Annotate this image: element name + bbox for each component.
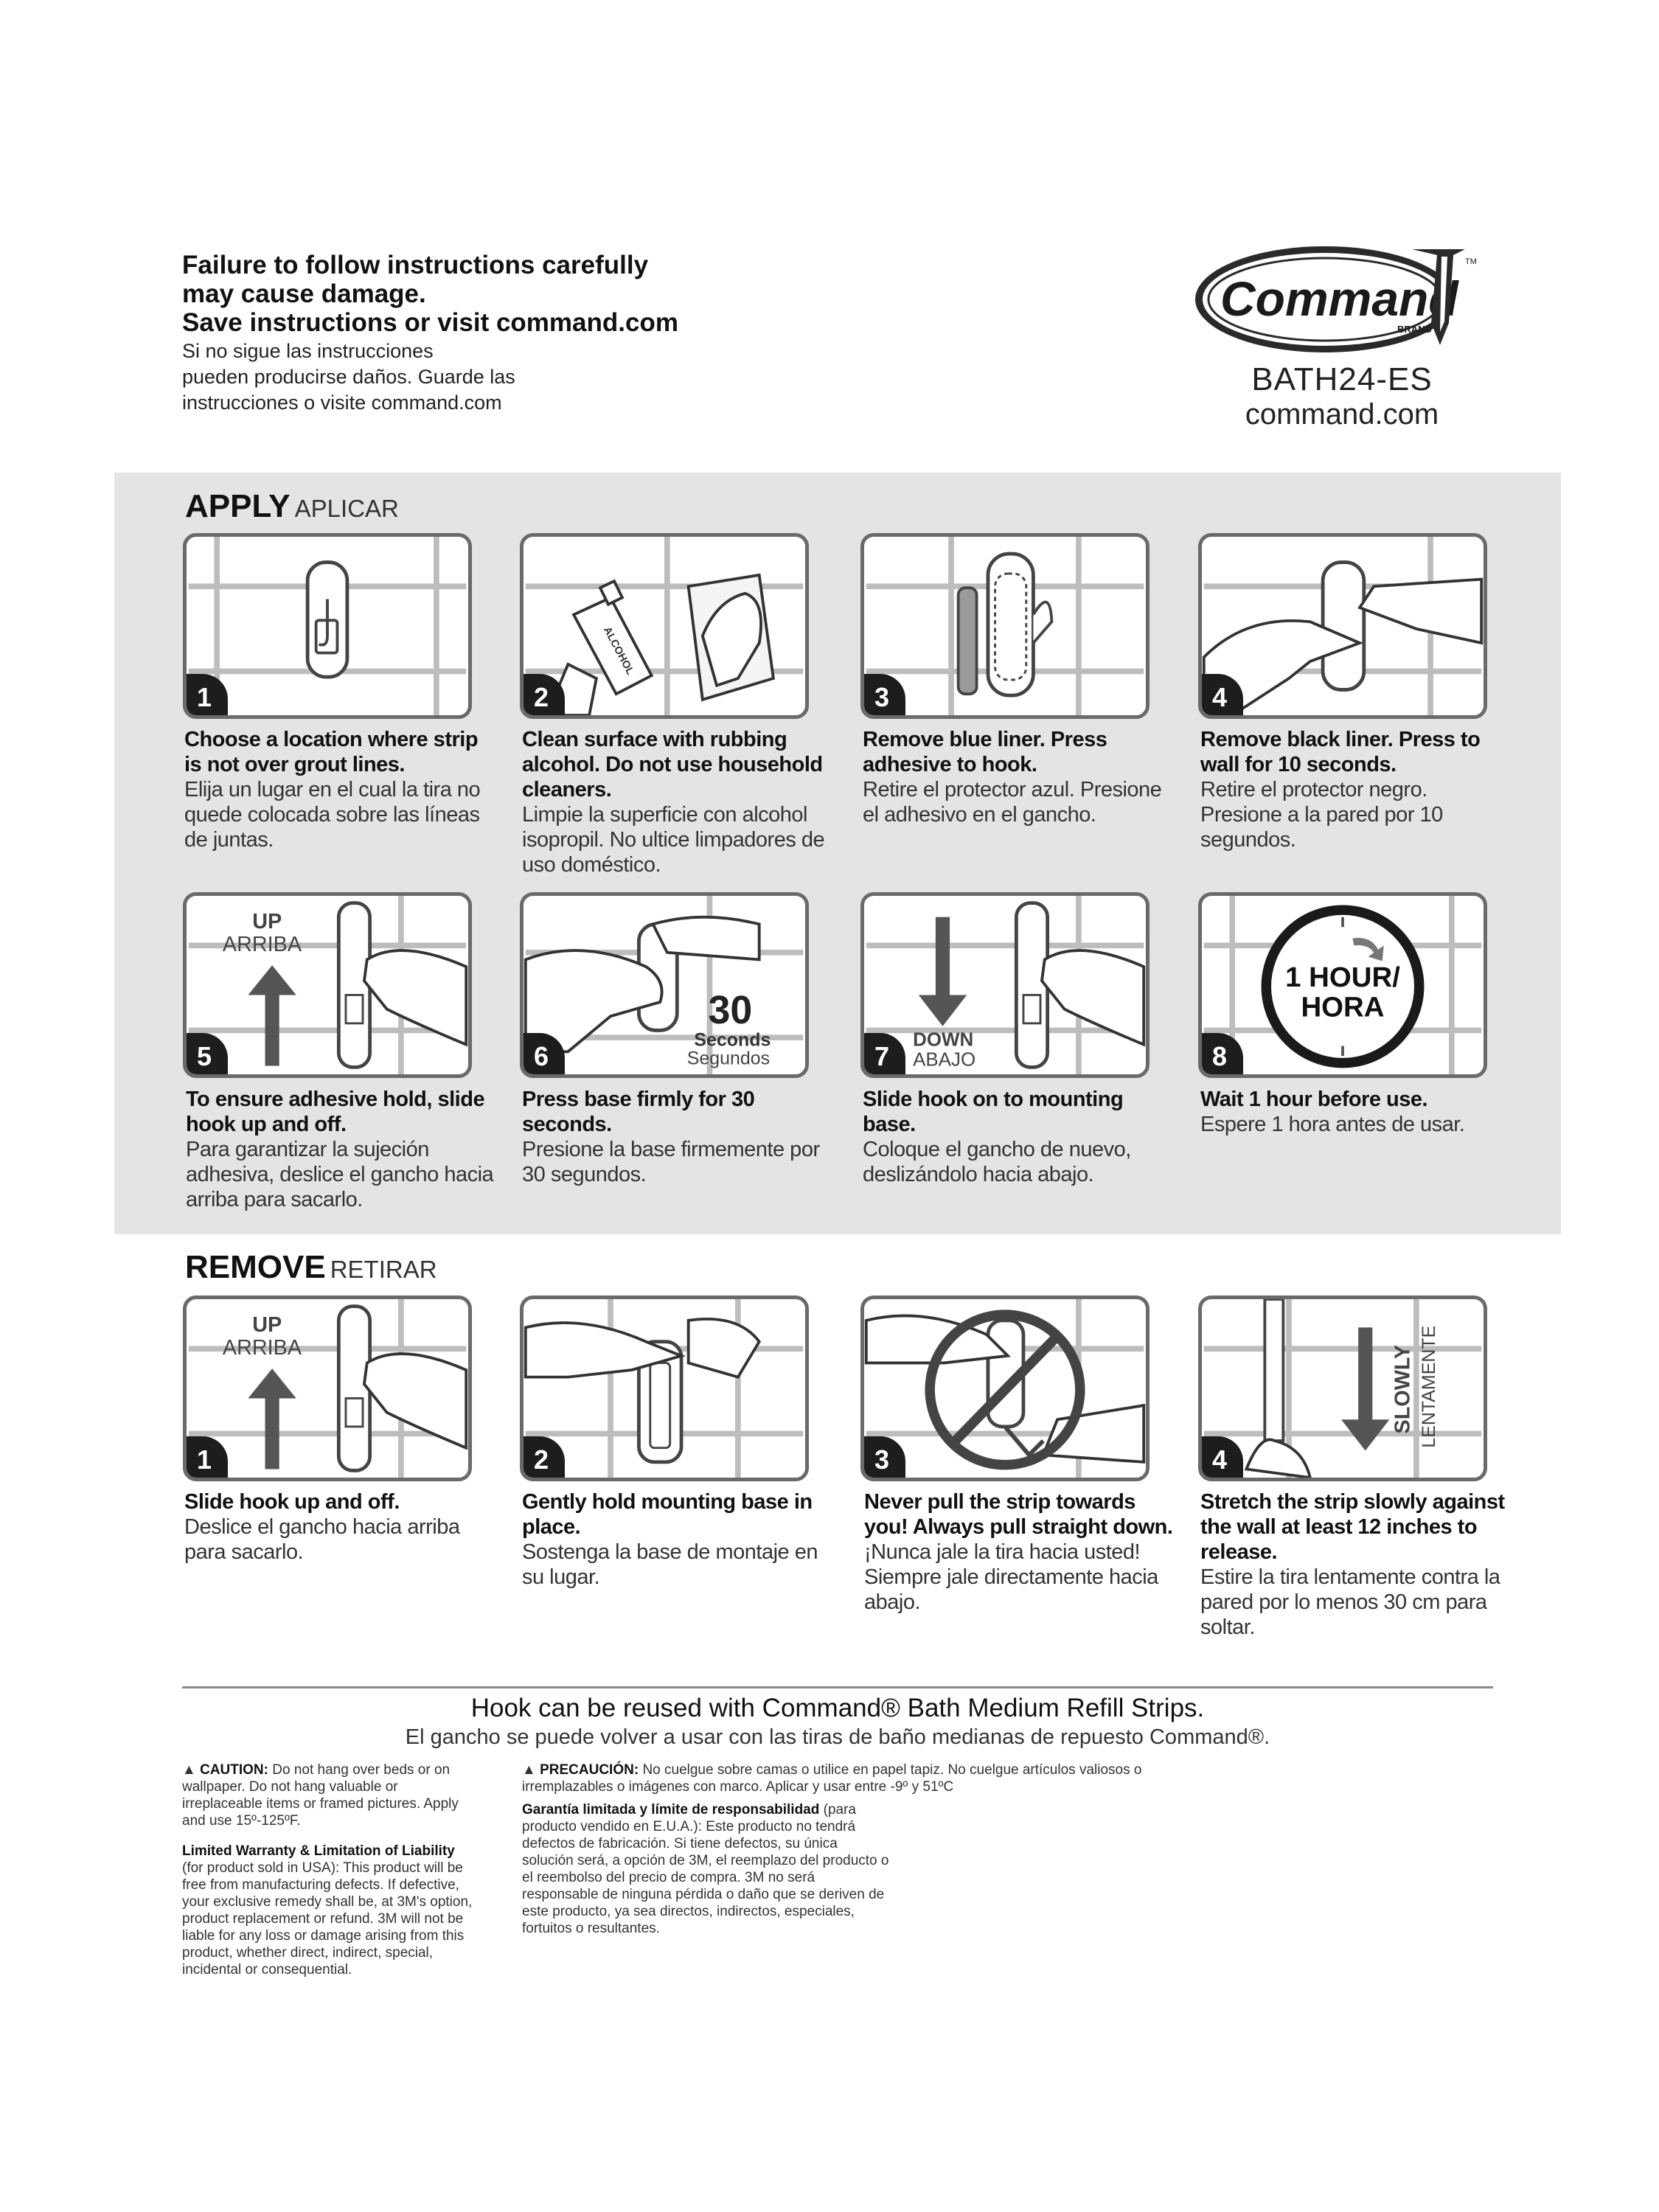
alcohol-bottle-icon: ALCOHOL: [571, 579, 654, 696]
svg-text:Command: Command: [1220, 271, 1459, 326]
remove-step-1-caption: Slide hook up and off. Deslice el gancho…: [184, 1490, 460, 1564]
clock-icon: 1 HOUR/ HORA: [1261, 905, 1425, 1068]
warning-english: Failure to follow instructions carefully…: [182, 251, 678, 337]
apply-step-2-illustration: ALCOHOL 2: [520, 533, 809, 719]
apply-step-1-illustration: 1: [183, 533, 472, 719]
svg-text:SLOWLY: SLOWLY: [1391, 1345, 1414, 1434]
apply-step-4-caption: Remove black liner. Press to wall for 10…: [1200, 728, 1481, 852]
svg-text:ARRIBA: ARRIBA: [223, 933, 302, 956]
apply-step-7-illustration: DOWN ABAJO 7: [860, 892, 1150, 1078]
svg-text:UP: UP: [252, 910, 282, 933]
svg-text:UP: UP: [252, 1313, 282, 1337]
up-arrow-icon: [248, 1368, 296, 1470]
apply-step-5-caption: To ensure adhesive hold, slide hook up a…: [186, 1088, 494, 1211]
svg-text:LENTAMENTE: LENTAMENTE: [1419, 1326, 1439, 1448]
remove-step-2-illustration: 2: [520, 1295, 809, 1481]
apply-step-6-illustration: 30 Seconds Segundos 6: [520, 892, 809, 1078]
remove-step-3-illustration: 3: [860, 1295, 1150, 1481]
svg-text:ARRIBA: ARRIBA: [223, 1336, 302, 1360]
down-arrow-icon: [918, 917, 967, 1026]
model-number: BATH24-ES: [1251, 361, 1433, 397]
apply-step-3-caption: Remove blue liner. Press adhesive to hoo…: [863, 728, 1162, 827]
warning-spanish: Si no sigue las instrucciones pueden pro…: [182, 340, 515, 414]
divider: [182, 1686, 1493, 1688]
prohibited-icon: [925, 1310, 1085, 1470]
apply-step-7-caption: Slide hook on to mounting base. Coloque …: [863, 1088, 1131, 1186]
apply-step-6-caption: Press base firmly for 30 seconds. Presio…: [522, 1088, 820, 1186]
fineprint-spanish: ▲ PRECAUCIÓN: No cuelgue sobre camas o u…: [522, 1761, 1200, 1937]
svg-text:30: 30: [709, 988, 753, 1032]
apply-step-5-illustration: UP ARRIBA 5: [183, 892, 472, 1078]
reuse-spanish: El gancho se puede volver a usar con las…: [405, 1725, 1270, 1749]
remove-step-4-caption: Stretch the strip slowly against the wal…: [1200, 1490, 1505, 1639]
reuse-english: Hook can be reused with Command® Bath Me…: [470, 1694, 1205, 1722]
apply-step-1-caption: Choose a location where strip is not ove…: [184, 728, 481, 852]
remove-step-4-illustration: SLOWLY LENTAMENTE 4: [1198, 1295, 1487, 1481]
caution-spanish: ▲ PRECAUCIÓN: No cuelgue sobre camas o u…: [522, 1762, 1142, 1795]
svg-text:Seconds: Seconds: [694, 1030, 771, 1051]
svg-text:Segundos: Segundos: [687, 1048, 770, 1069]
svg-text:1 HOUR/: 1 HOUR/: [1285, 961, 1400, 993]
svg-text:TM: TM: [1465, 257, 1477, 266]
warranty-spanish: Garantía limitada y límite de responsabi…: [522, 1802, 889, 1936]
remove-step-2-caption: Gently hold mounting base in place. Sost…: [522, 1490, 818, 1589]
svg-text:DOWN: DOWN: [913, 1030, 973, 1051]
apply-step-4-illustration: 4: [1198, 533, 1487, 719]
warning-triangle-icon: ▲: [182, 1762, 196, 1778]
up-arrow-icon: [248, 965, 296, 1066]
apply-step-2-caption: Clean surface with rubbing alcohol. Do n…: [522, 728, 825, 877]
warranty-english: Limited Warranty & Limitation of Liabili…: [182, 1843, 473, 1978]
apply-step-8-caption: Wait 1 hour before use. Espere 1 hora an…: [1200, 1088, 1465, 1136]
apply-step-8-illustration: 1 HOUR/ HORA 8: [1198, 892, 1487, 1078]
svg-text:HORA: HORA: [1301, 991, 1384, 1023]
apply-step-3-illustration: 3: [860, 533, 1150, 719]
tile-wall-illustration: [188, 537, 467, 715]
svg-text:ABAJO: ABAJO: [913, 1049, 975, 1070]
remove-step-3-caption: Never pull the strip towards you! Always…: [864, 1490, 1173, 1614]
cloth-hand-icon: [686, 573, 776, 702]
remove-step-1-illustration: UP ARRIBA 1: [183, 1295, 472, 1481]
command-logo: Command BRAND TM: [1191, 234, 1478, 360]
website: command.com: [1245, 398, 1439, 431]
down-arrow-icon: [1341, 1327, 1390, 1451]
warning-triangle-icon: ▲: [522, 1762, 536, 1778]
svg-text:BRAND: BRAND: [1397, 324, 1432, 335]
caution-english: ▲ CAUTION: Do not hang over beds or on w…: [182, 1762, 459, 1829]
fineprint-english: ▲ CAUTION: Do not hang over beds or on w…: [182, 1761, 481, 1978]
